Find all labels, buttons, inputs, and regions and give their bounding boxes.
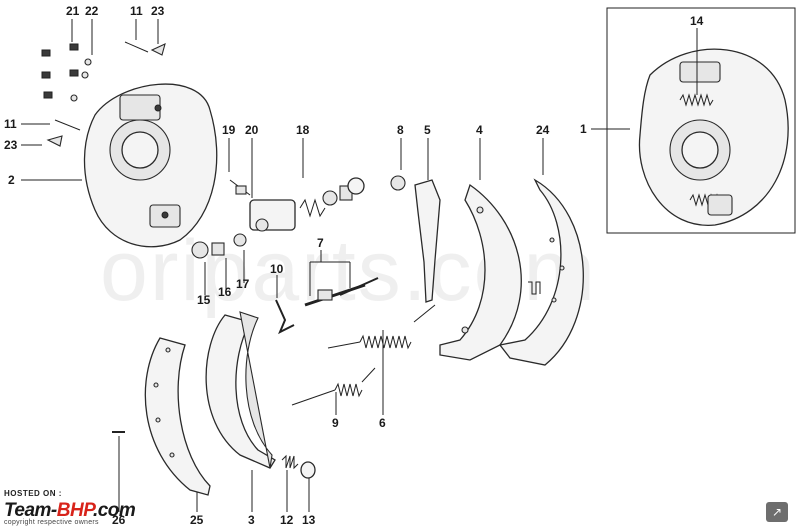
assembled-brake-view <box>638 48 789 226</box>
label-15: 15 <box>197 293 211 307</box>
label-25: 25 <box>190 513 204 527</box>
brake-shoe-3 <box>205 311 276 469</box>
copyright-text: copyright respective owners <box>4 519 99 526</box>
team-bhp-logo: Team-BHP.com <box>4 500 136 522</box>
label-11-left: 11 <box>4 117 17 131</box>
label-18: 18 <box>296 123 310 137</box>
hold-down-parts <box>281 454 316 479</box>
image-expand-icon[interactable]: ↗ <box>766 502 788 522</box>
label-19: 19 <box>222 123 236 137</box>
bolt-set-top-left <box>41 41 166 147</box>
label-17: 17 <box>236 277 250 291</box>
label-2: 2 <box>8 173 15 187</box>
label-7: 7 <box>317 236 324 250</box>
label-21: 21 <box>66 4 80 18</box>
label-3: 3 <box>248 513 255 527</box>
backing-plate <box>83 83 218 248</box>
label-9: 9 <box>332 416 339 430</box>
label-20: 20 <box>245 123 259 137</box>
label-11-top: 11 <box>130 4 143 18</box>
adjuster-group <box>275 277 379 335</box>
label-16: 16 <box>218 285 232 299</box>
logo-suffix: .com <box>92 500 136 521</box>
label-23-left: 23 <box>4 138 18 152</box>
logo-prefix: Team- <box>4 500 57 521</box>
label-13: 13 <box>302 513 316 527</box>
brake-shoe-24 <box>498 178 584 366</box>
part-number-labels: 21 22 11 23 11 23 2 19 20 18 8 5 4 24 1 … <box>4 4 704 527</box>
label-14: 14 <box>690 14 704 28</box>
return-springs <box>291 304 436 406</box>
brake-shoe-4 <box>439 183 522 361</box>
label-23-top: 23 <box>151 4 165 18</box>
label-24: 24 <box>536 123 550 137</box>
logo-highlight: BHP <box>56 500 94 521</box>
wheel-cylinder-group <box>191 177 365 259</box>
parking-lever <box>390 175 441 303</box>
label-8: 8 <box>397 123 404 137</box>
label-22: 22 <box>85 4 99 18</box>
label-10: 10 <box>270 262 284 276</box>
label-12: 12 <box>280 513 294 527</box>
label-4: 4 <box>476 123 483 137</box>
leader-lines <box>21 19 698 512</box>
label-5: 5 <box>424 123 431 137</box>
label-1: 1 <box>580 122 587 136</box>
label-26: 26 <box>112 513 126 527</box>
label-6: 6 <box>379 416 386 430</box>
brake-lining-25 <box>112 337 211 496</box>
hosted-on-text: HOSTED ON : <box>4 489 62 498</box>
assembled-view-frame <box>606 7 796 234</box>
